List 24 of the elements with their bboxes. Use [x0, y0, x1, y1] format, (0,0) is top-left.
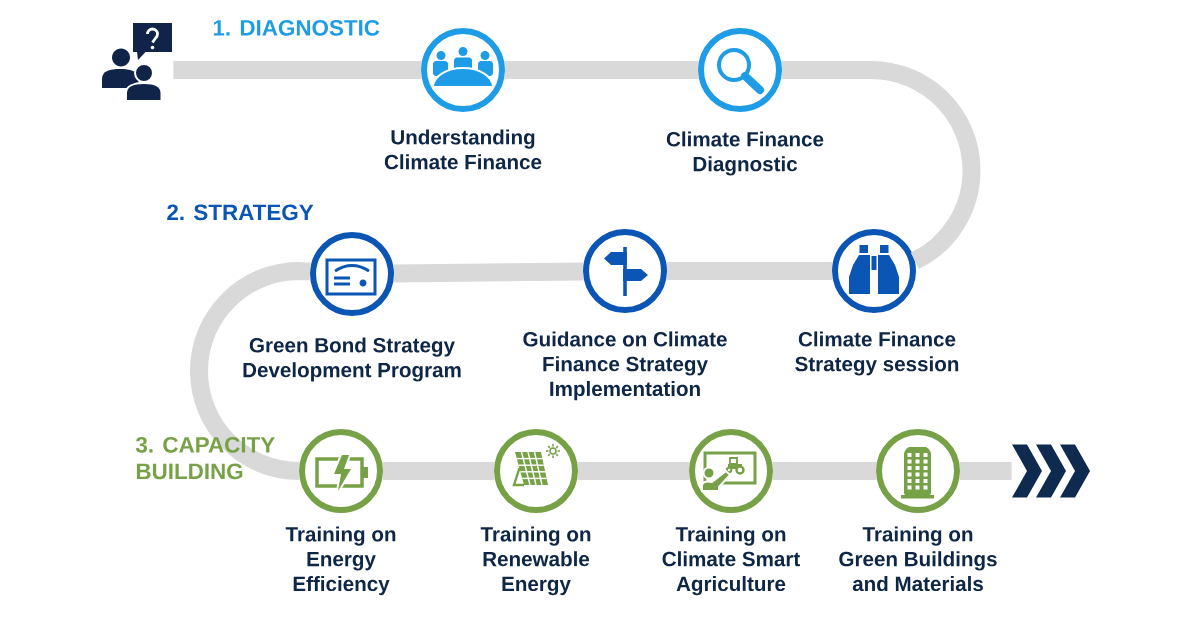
people-question-icon — [102, 23, 172, 102]
step-label: Training on Renewable Energy — [480, 526, 591, 596]
step-label: Training on Green Buildings and Materials — [839, 526, 997, 592]
path-line — [505, 61, 698, 79]
step-label: Climate Finance Strategy session — [795, 331, 959, 376]
path-line — [578, 462, 689, 480]
path-line — [782, 61, 981, 269]
step-label: Understanding Climate Finance — [384, 129, 542, 170]
path-line — [190, 262, 311, 480]
path-line — [393, 262, 584, 283]
step-label: Training on Energy Efficiency — [285, 526, 396, 596]
stage-heading: 1. DIAGNOSTIC — [213, 19, 380, 36]
stage-heading: 2. STRATEGY — [167, 204, 314, 221]
path-line — [667, 262, 832, 280]
step-label: Climate Finance Diagnostic — [666, 131, 824, 176]
path-line — [383, 462, 494, 480]
step-label: Guidance on Climate Finance Strategy Implementation — [523, 331, 727, 401]
step-label: Green Bond Strategy Development Program — [243, 337, 461, 382]
path-line — [960, 462, 1012, 480]
path-line — [773, 462, 876, 480]
step-label: Training on Climate Smart Agriculture — [662, 526, 800, 596]
stage-heading: 3. CAPACITY BUILDING — [135, 436, 275, 480]
chevron-icon — [1012, 444, 1090, 498]
path-line — [173, 61, 421, 79]
